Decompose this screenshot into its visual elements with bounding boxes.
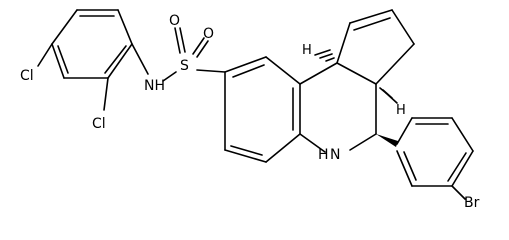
s-o-double-bond-1 (174, 27, 181, 54)
structure-canvas: NH S O O Cl Cl N H Br H H (20, 9, 480, 211)
s-o-double-bond-1b (179, 27, 186, 53)
c-nh-bond (131, 43, 149, 75)
ring-nh-hydrogen-label: H (318, 147, 329, 163)
chlorine-label-2: Cl (92, 116, 106, 132)
nh-s-bond (162, 71, 177, 82)
chemical-structure: NH S O O Cl Cl N H Br H H (20, 9, 480, 211)
c-cl-bond-2 (103, 77, 109, 111)
bromophenyl-ring (396, 117, 474, 187)
sulfonamide-nh-label: NH (144, 78, 165, 94)
chlorine-label-1: Cl (20, 68, 34, 84)
cyclopentene-ring (336, 9, 415, 85)
tetrahydroquinoline-ring (299, 62, 377, 153)
stereo-hydrogen-mid-label: H (396, 103, 406, 118)
stereo-hash-top (314, 49, 335, 62)
bromine-label: Br (464, 195, 480, 211)
oxygen-label-1: O (169, 13, 180, 29)
oxygen-label-2: O (203, 26, 214, 42)
benzo-ring (224, 56, 301, 163)
c-cl-bond-1 (37, 43, 53, 67)
ring-nitrogen-label: N (330, 147, 340, 163)
s-aryl-bond (196, 69, 226, 73)
dichlorophenyl-ring (51, 9, 133, 79)
sulfur-label: S (180, 58, 189, 74)
s-o-double-bond-2 (192, 37, 205, 55)
stereo-hydrogen-top-label: H (302, 43, 312, 58)
stereo-wedge-bond (376, 134, 398, 147)
c-br-bond (451, 185, 466, 200)
stereo-hash-mid (379, 87, 398, 104)
s-o-double-bond-2b (196, 40, 209, 58)
